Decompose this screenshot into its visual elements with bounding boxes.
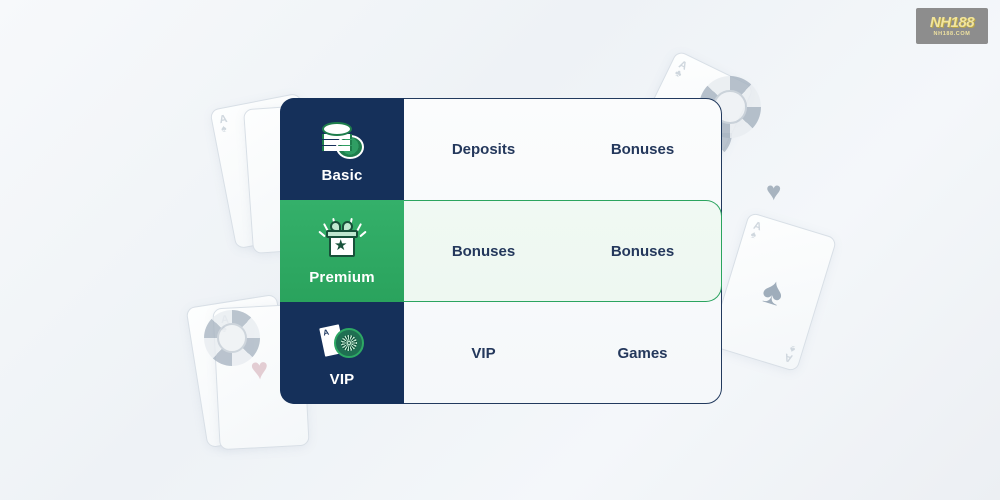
table-cell: Bonuses [451,242,516,260]
ace-of-spades-right: A ♠ ♠ A ♠ [708,211,838,373]
table-cell: Games [617,344,668,362]
logo-secondary-text: NH188.COM [933,30,971,37]
card-pip-top-left: A ♠ [749,219,763,242]
tier-label: Premium [309,269,375,286]
card-pip-top-left: A ♠ [220,313,230,335]
row-cells: VIP Games [404,302,722,404]
card-pip-top-left: A ♠ [218,112,229,136]
table-row[interactable]: A VIP VIP Games [280,302,722,404]
table-cell: Bonuses [610,140,675,158]
table-row[interactable]: ★ Premium Bonuses Bonuses [280,200,722,302]
table-cell: VIP [471,344,496,362]
card-roulette-icon: A [316,318,366,364]
spade-suit-icon: ♠ [757,268,789,316]
heart-suit-icon: ♥ [766,176,782,206]
tier-cell-premium[interactable]: ★ Premium [280,200,404,302]
tier-label: VIP [329,371,355,388]
tier-cell-vip[interactable]: A VIP [280,302,404,404]
poker-chips-icon [319,114,365,160]
tier-label: Basic [321,167,363,184]
table-cell: Deposits [451,140,516,158]
gift-box-icon: ★ [318,216,367,262]
poker-chip-icon [204,310,260,366]
row-cells: Deposits Bonuses [404,98,722,200]
card-pip-top-left: A ♣ [672,58,690,81]
table-row[interactable]: Basic Deposits Bonuses [280,98,722,200]
tier-comparison-table: Basic Deposits Bonuses ★ [280,98,722,404]
nh188-logo: NH188 NH188.COM [916,8,988,44]
heart-suit-icon: ♥ [249,352,270,387]
row-cells: Bonuses Bonuses [404,200,722,302]
table-cell: Bonuses [610,242,675,260]
card-pip-bottom-right: A ♠ [783,342,797,365]
tier-cell-basic[interactable]: Basic [280,98,404,200]
logo-primary-text: NH188 [929,13,975,31]
